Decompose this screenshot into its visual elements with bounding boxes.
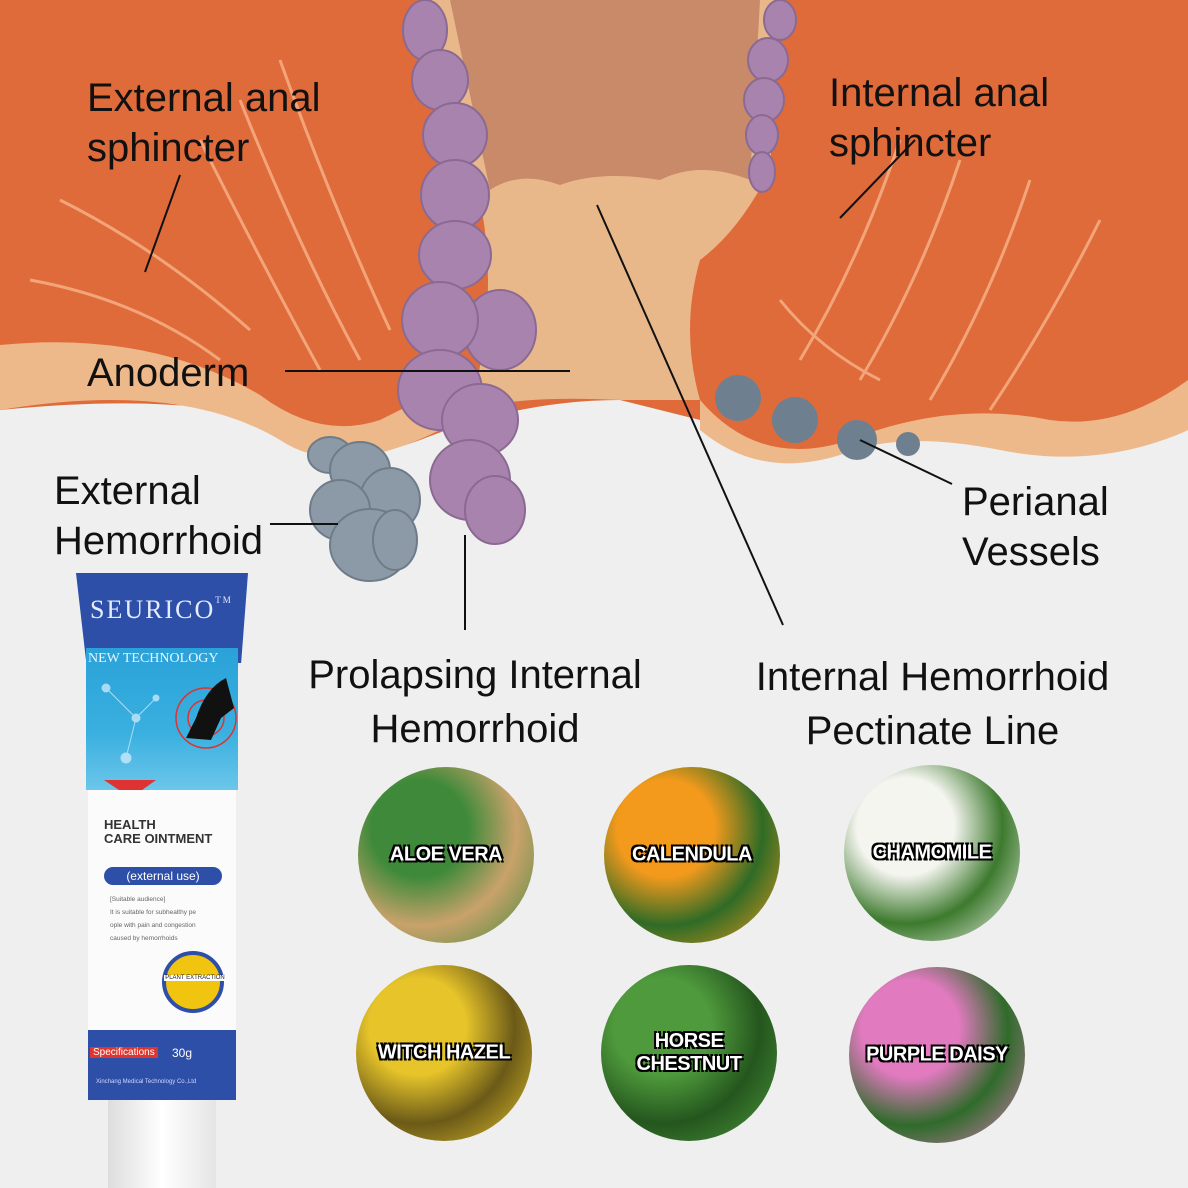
- label-line: Vessels: [962, 530, 1100, 574]
- weight: 30g: [172, 1046, 193, 1060]
- label-line: Hemorrhoid: [370, 707, 580, 751]
- tube-graphic-area: [86, 648, 238, 798]
- label-anoderm: Anoderm: [87, 351, 250, 395]
- tube-crimp: [108, 1100, 216, 1188]
- label-internal-anal-sphincter: Internal anal sphincter: [829, 68, 1049, 168]
- audience-text: [Suitable audience] It is suitable for s…: [110, 893, 230, 945]
- label-perianal-vessels: Perianal Vessels: [962, 477, 1109, 577]
- ointment-tube: SEURICOTM NEW TECHNOLOGY HEALTH CARE OIN…: [76, 573, 248, 1188]
- product-name-line: HEALTH: [104, 817, 156, 832]
- audience-line: [Suitable audience]: [110, 896, 166, 903]
- outer-rim: [0, 342, 440, 458]
- company-name: Xinchang Medical Technology Co.,Ltd: [96, 1079, 197, 1085]
- outer-rim-right: [700, 380, 1188, 464]
- label-line: Perianal: [962, 480, 1109, 524]
- label-external-anal-sphincter: External anal sphincter: [87, 73, 320, 173]
- ingredient-aloe-vera: ALOE VERA: [358, 767, 534, 943]
- audience-line: caused by hemorrhoids: [110, 935, 178, 942]
- label-line: sphincter: [829, 121, 992, 165]
- seal-text: PLANT EXTRACTION: [164, 975, 226, 981]
- label-external-hemorrhoid: External Hemorrhoid: [54, 466, 263, 566]
- specifications-label: Specifications: [90, 1047, 158, 1058]
- ingredient-witch-hazel: WITCH HAZEL: [356, 965, 532, 1141]
- label-line: External: [54, 469, 201, 513]
- label-line: Internal anal: [829, 71, 1050, 115]
- external-hemorrhoid: [307, 436, 421, 582]
- ingredient-label: CALENDULA: [632, 843, 752, 866]
- plant-extraction-seal: PLANT EXTRACTION: [162, 951, 226, 1013]
- ingredient-purple-daisy: PURPLE DAISY: [849, 967, 1025, 1143]
- tube-bottom-band: [88, 1030, 236, 1100]
- brand-name: SEURICOTM: [90, 595, 233, 625]
- ingredient-calendula: CALENDULA: [604, 767, 780, 943]
- product-name: HEALTH CARE OINTMENT: [104, 818, 212, 846]
- muscle-fibers: [29, 59, 1102, 411]
- usage-badge: (external use): [104, 867, 222, 885]
- ingredient-label: PURPLE DAISY: [866, 1043, 1008, 1066]
- ingredient-label: ALOE VERA: [389, 843, 503, 866]
- perianal-vessels: [715, 375, 920, 460]
- label-line: Hemorrhoid: [54, 519, 263, 563]
- person-pain-icon: [101, 678, 237, 798]
- ingredient-chamomile: CHAMOMILE: [844, 765, 1020, 941]
- label-internal-hemorrhoid-pectinate-line: Internal Hemorrhoid Pectinate Line: [720, 650, 1145, 758]
- ingredient-label: WITCH HAZEL: [377, 1041, 511, 1064]
- label-line: External anal: [87, 76, 321, 120]
- brand-text: SEURICO: [90, 595, 216, 624]
- label-line: Prolapsing Internal: [308, 653, 642, 697]
- trademark: TM: [215, 595, 233, 605]
- internal-hemorrhoid-upper: [743, 0, 797, 193]
- label-line: Pectinate Line: [805, 709, 1060, 753]
- product-name-line: CARE OINTMENT: [104, 831, 213, 846]
- audience-line: It is suitable for subhealthy pe: [110, 909, 196, 916]
- leader-lines: [144, 139, 953, 630]
- label-line: Internal Hemorrhoid: [755, 655, 1110, 699]
- ingredient-label: HORSE CHESTNUT: [636, 1030, 742, 1075]
- label-line: sphincter: [87, 126, 250, 170]
- tagline: NEW TECHNOLOGY: [88, 651, 219, 666]
- audience-line: ople with pain and congestion: [110, 922, 196, 929]
- rectum-top: [450, 0, 760, 190]
- label-prolapsing-internal-hemorrhoid: Prolapsing Internal Hemorrhoid: [280, 648, 670, 756]
- ingredient-horse-chestnut: HORSE CHESTNUT: [601, 965, 777, 1141]
- ingredient-label: CHAMOMILE: [872, 841, 992, 864]
